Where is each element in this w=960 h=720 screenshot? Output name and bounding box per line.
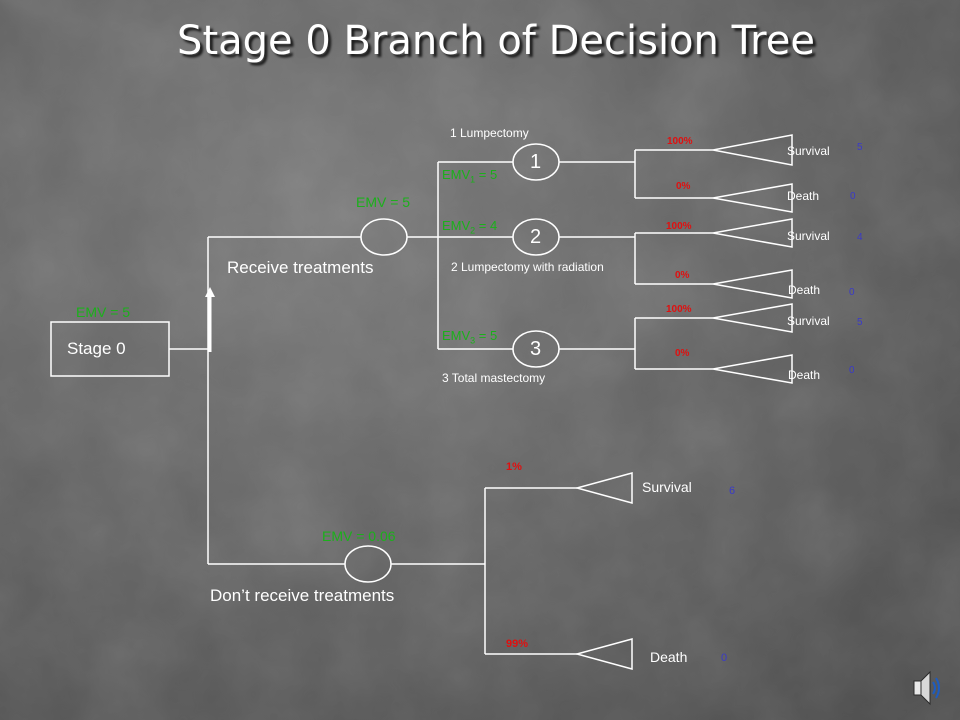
option-name-3: 3 Total mastectomy [442, 371, 546, 385]
terminal-2-survival [712, 218, 793, 248]
receive-treatments-label: Receive treatments [227, 258, 374, 277]
receive-emv: EMV = 5 [356, 194, 411, 210]
outcome-no-treatment-death: Death [650, 649, 688, 665]
option-number-3: 3 [530, 338, 542, 360]
speaker-icon[interactable] [912, 668, 942, 708]
root-label: Stage 0 [67, 339, 126, 358]
root-emv: EMV = 5 [76, 304, 131, 320]
outcome-no-treatment-survival: Survival [642, 479, 692, 495]
no-treatment-label: Don’t receive treatments [210, 586, 395, 605]
chance-node-no-treatment[interactable] [344, 545, 392, 583]
probability-3-survival: 100% [666, 304, 692, 315]
option-emv-2: EMV2 = 4 [442, 218, 498, 236]
payoff-1-survival: 5 [857, 142, 863, 153]
terminal-1-death [712, 183, 793, 213]
probability-3-death: 0% [675, 348, 690, 359]
probability-2-death: 0% [675, 270, 690, 281]
chance-node-receive[interactable] [360, 218, 408, 256]
probability-no-treatment-death: 99% [506, 638, 529, 650]
option-number-1: 1 [530, 151, 542, 173]
outcome-1-death: Death [787, 189, 820, 203]
outcome-3-death: Death [788, 368, 821, 382]
outcome-3-survival: Survival [787, 314, 830, 328]
probability-2-survival: 100% [666, 221, 692, 232]
probability-1-survival: 100% [667, 136, 693, 147]
slide-title: Stage 0 Branch of Decision Tree [177, 18, 815, 64]
decision-arrow-head [205, 287, 215, 297]
option-name-1: 1 Lumpectomy [450, 126, 529, 140]
terminal-1-survival [712, 134, 793, 166]
option-emv-3: EMV3 = 5 [442, 328, 498, 346]
option-emv-1: EMV1 = 5 [442, 167, 498, 185]
terminal-no-treatment-death [574, 638, 633, 670]
terminal-no-treatment-survival [574, 472, 633, 504]
outcome-2-survival: Survival [787, 229, 830, 243]
terminal-2-death [712, 269, 793, 299]
outcome-1-survival: Survival [787, 144, 830, 158]
probability-1-death: 0% [676, 181, 691, 192]
option-name-2: 2 Lumpectomy with radiation [451, 260, 604, 274]
payoff-2-survival: 4 [857, 232, 863, 243]
payoff-no-treatment-death: 0 [721, 652, 728, 664]
payoff-no-treatment-survival: 6 [729, 485, 736, 497]
no-treatment-emv: EMV = 0.06 [322, 528, 396, 544]
payoff-2-death: 0 [849, 287, 855, 298]
payoff-3-death: 0 [849, 365, 855, 376]
terminal-3-death [712, 354, 793, 384]
option-number-2: 2 [530, 226, 542, 248]
terminal-3-survival [712, 303, 793, 333]
probability-no-treatment-survival: 1% [506, 461, 522, 473]
payoff-1-death: 0 [850, 191, 856, 202]
outcome-2-death: Death [788, 283, 821, 297]
payoff-3-survival: 5 [857, 317, 863, 328]
